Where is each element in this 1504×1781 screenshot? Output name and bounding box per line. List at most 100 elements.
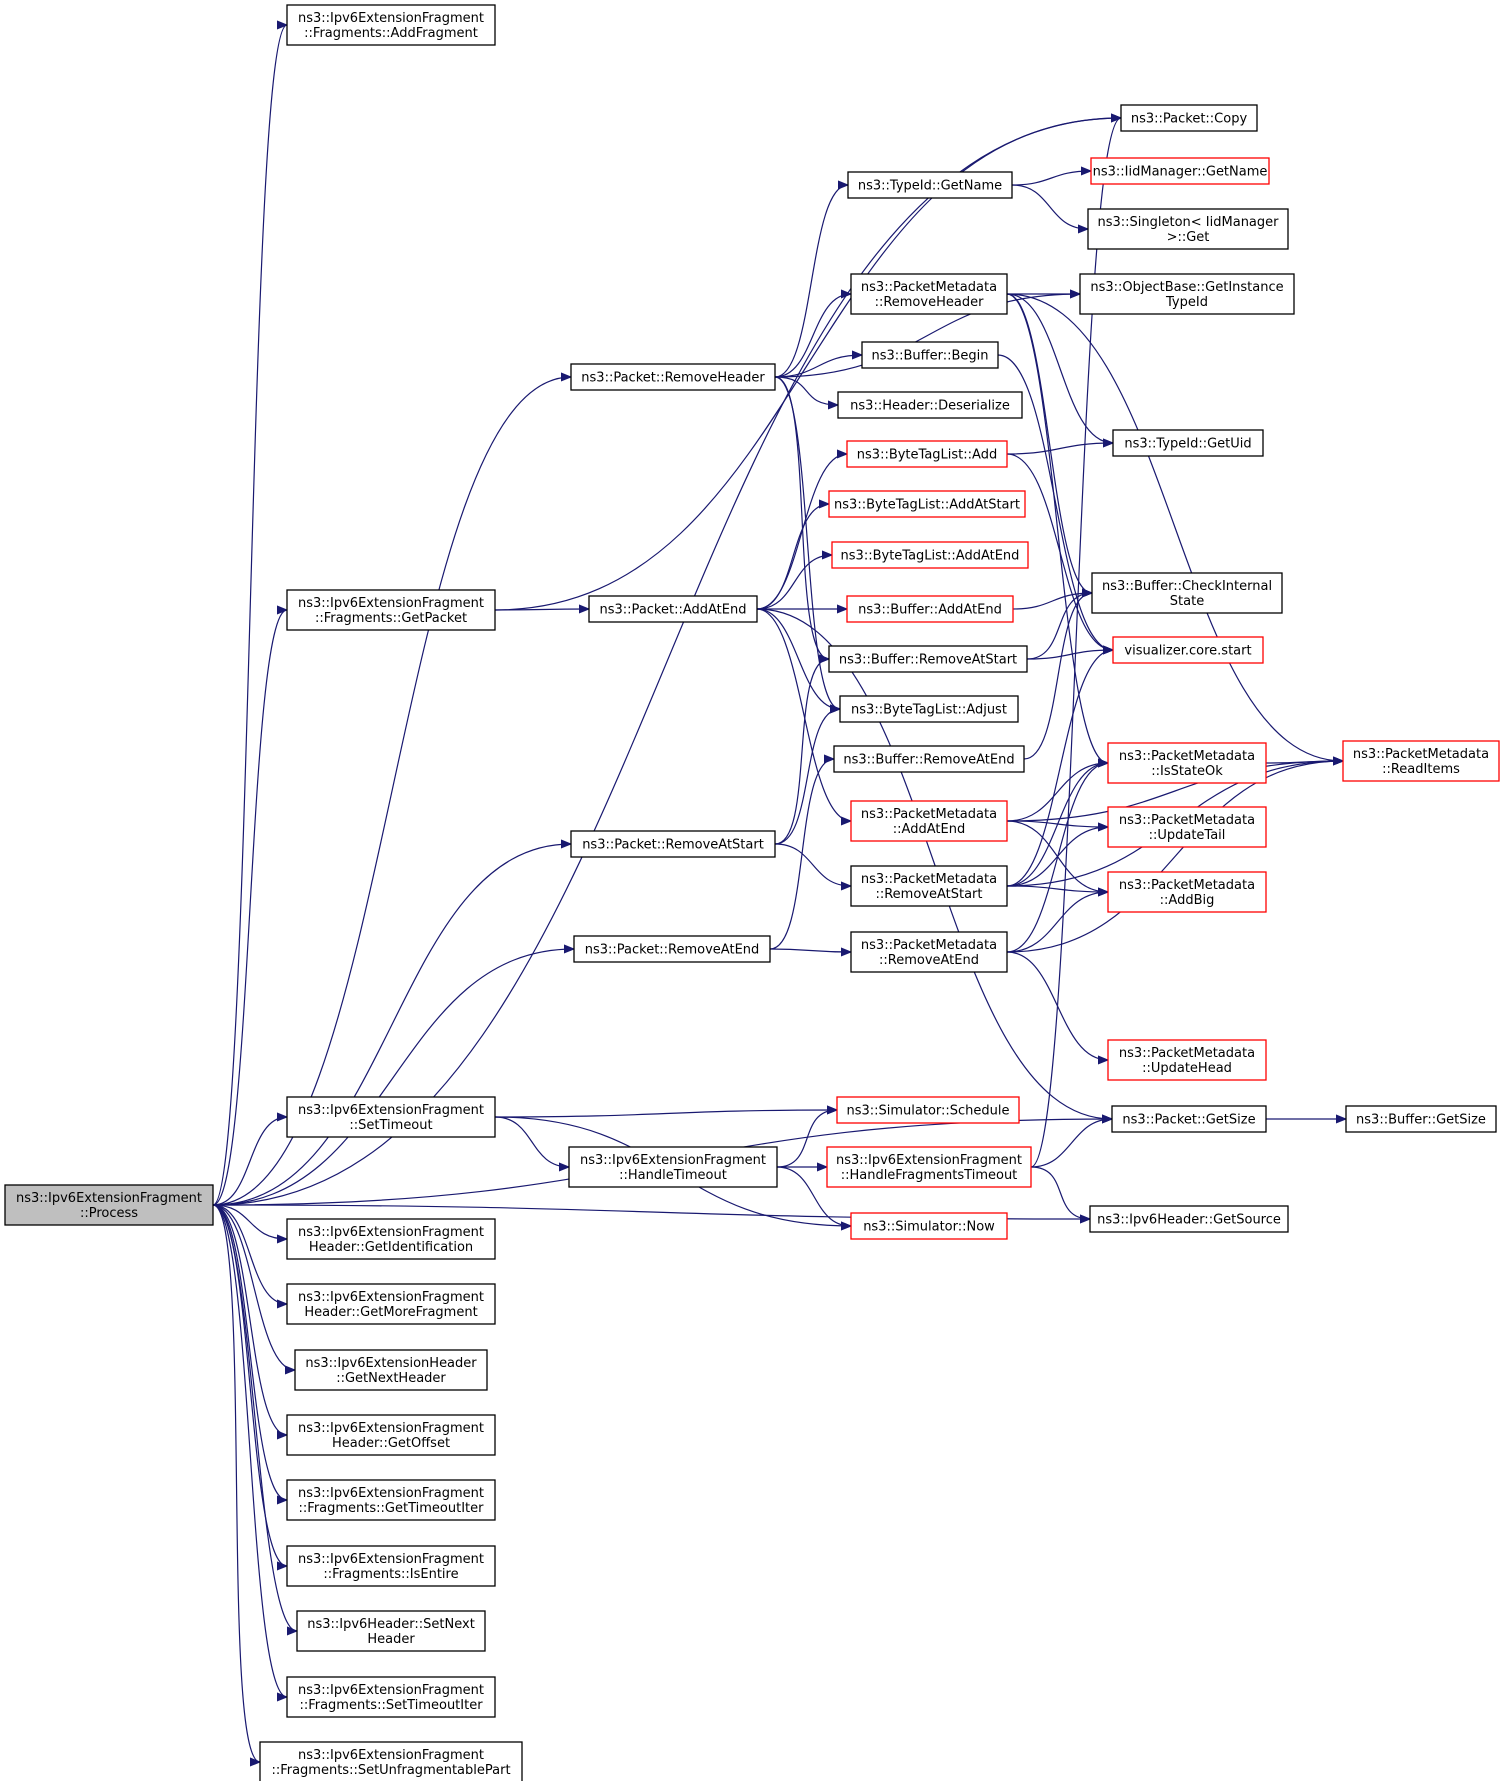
node-box[interactable]: [1107, 871, 1267, 913]
node-box[interactable]: [1112, 429, 1264, 457]
node-box[interactable]: [836, 1096, 1020, 1124]
node-box[interactable]: [1345, 1105, 1497, 1133]
node-box[interactable]: [1342, 740, 1500, 782]
function-node-buffergetsize[interactable]: ns3::Buffer::GetSize: [1345, 1105, 1497, 1133]
node-box[interactable]: [826, 1146, 1032, 1188]
function-node-iidgetname[interactable]: ns3::IidManager::GetName: [1090, 157, 1270, 185]
node-box[interactable]: [1090, 157, 1270, 185]
node-box[interactable]: [294, 1349, 488, 1391]
node-box[interactable]: [588, 595, 758, 623]
node-box[interactable]: [850, 1212, 1008, 1240]
node-box[interactable]: [831, 541, 1029, 569]
node-box[interactable]: [1087, 208, 1289, 250]
function-node-setunfrag[interactable]: ns3::Ipv6ExtensionFragment::Fragments::S…: [259, 1741, 523, 1781]
node-box[interactable]: [1089, 1205, 1289, 1233]
function-node-handlefragtimeout[interactable]: ns3::Ipv6ExtensionFragment::HandleFragme…: [826, 1146, 1032, 1188]
function-node-now[interactable]: ns3::Simulator::Now: [850, 1212, 1008, 1240]
function-node-bufferbegin[interactable]: ns3::Buffer::Begin: [861, 341, 999, 369]
function-node-gettimeoutiter[interactable]: ns3::Ipv6ExtensionFragment::Fragments::G…: [286, 1479, 496, 1521]
function-node-updatehead[interactable]: ns3::PacketMetadata::UpdateHead: [1107, 1039, 1267, 1081]
node-box[interactable]: [850, 931, 1008, 973]
node-box[interactable]: [1107, 742, 1267, 784]
function-node-handletimeout[interactable]: ns3::Ipv6ExtensionFragment::HandleTimeou…: [568, 1146, 778, 1188]
node-box[interactable]: [846, 440, 1008, 468]
node-box[interactable]: [1107, 1039, 1267, 1081]
node-box[interactable]: [1107, 806, 1267, 848]
function-node-packetremoveatstart[interactable]: ns3::Packet::RemoveAtStart: [570, 830, 776, 858]
node-box[interactable]: [846, 595, 1014, 623]
function-node-getpacket[interactable]: ns3::Ipv6ExtensionFragment::Fragments::G…: [286, 589, 496, 631]
function-node-btladd[interactable]: ns3::ByteTagList::Add: [846, 440, 1008, 468]
node-box[interactable]: [573, 935, 771, 963]
function-node-addbig[interactable]: ns3::PacketMetadata::AddBig: [1107, 871, 1267, 913]
node-box[interactable]: [286, 1414, 496, 1456]
node-box[interactable]: [570, 830, 776, 858]
node-box[interactable]: [828, 645, 1028, 673]
function-node-headerdeserialize[interactable]: ns3::Header::Deserialize: [837, 391, 1023, 419]
function-node-vizstart[interactable]: visualizer.core.start: [1112, 636, 1264, 664]
function-node-getoffset[interactable]: ns3::Ipv6ExtensionFragmentHeader::GetOff…: [286, 1414, 496, 1456]
function-node-settimeout[interactable]: ns3::Ipv6ExtensionFragment::SetTimeout: [286, 1096, 496, 1138]
node-box[interactable]: [570, 363, 776, 391]
node-box[interactable]: [828, 490, 1026, 518]
node-box[interactable]: [850, 865, 1008, 907]
node-box[interactable]: [296, 1610, 486, 1652]
function-node-settimeoutiter[interactable]: ns3::Ipv6ExtensionFragment::Fragments::S…: [286, 1676, 496, 1718]
node-box[interactable]: [286, 4, 496, 46]
function-node-addfragment[interactable]: ns3::Ipv6ExtensionFragment::Fragments::A…: [286, 4, 496, 46]
node-box[interactable]: [4, 1184, 214, 1226]
function-node-packetaddatend[interactable]: ns3::Packet::AddAtEnd: [588, 595, 758, 623]
function-node-packetgetsize[interactable]: ns3::Packet::GetSize: [1111, 1105, 1267, 1133]
function-node-pmaddatend[interactable]: ns3::PacketMetadata::AddAtEnd: [850, 800, 1008, 842]
node-box[interactable]: [286, 1479, 496, 1521]
function-node-isstateok[interactable]: ns3::PacketMetadata::IsStateOk: [1107, 742, 1267, 784]
function-node-updatetail[interactable]: ns3::PacketMetadata::UpdateTail: [1107, 806, 1267, 848]
function-node-getnextheader[interactable]: ns3::Ipv6ExtensionHeader::GetNextHeader: [294, 1349, 488, 1391]
function-node-btladdatstart[interactable]: ns3::ByteTagList::AddAtStart: [828, 490, 1026, 518]
function-node-bufferremoveatstart[interactable]: ns3::Buffer::RemoveAtStart: [828, 645, 1028, 673]
node-box[interactable]: [286, 1545, 496, 1587]
node-box[interactable]: [259, 1741, 523, 1781]
function-node-bufferaddatend[interactable]: ns3::Buffer::AddAtEnd: [846, 595, 1014, 623]
function-node-singleton[interactable]: ns3::Singleton< IidManager>::Get: [1087, 208, 1289, 250]
function-node-btladjust[interactable]: ns3::ByteTagList::Adjust: [839, 695, 1019, 723]
function-node-getidentification[interactable]: ns3::Ipv6ExtensionFragmentHeader::GetIde…: [286, 1218, 496, 1260]
function-node-copy[interactable]: ns3::Packet::Copy: [1120, 104, 1258, 132]
node-box[interactable]: [1079, 273, 1295, 315]
node-box[interactable]: [839, 695, 1019, 723]
function-node-pmremoveheader[interactable]: ns3::PacketMetadata::RemoveHeader: [850, 273, 1008, 315]
node-box[interactable]: [1120, 104, 1258, 132]
function-node-bufferremoveatend[interactable]: ns3::Buffer::RemoveAtEnd: [833, 745, 1025, 773]
node-box[interactable]: [1111, 1105, 1267, 1133]
node-box[interactable]: [861, 341, 999, 369]
function-node-getmorefragment[interactable]: ns3::Ipv6ExtensionFragmentHeader::GetMor…: [286, 1283, 496, 1325]
node-box[interactable]: [837, 391, 1023, 419]
node-box[interactable]: [850, 273, 1008, 315]
node-box[interactable]: [833, 745, 1025, 773]
function-node-typeidgetuid[interactable]: ns3::TypeId::GetUid: [1112, 429, 1264, 457]
node-box[interactable]: [1112, 636, 1264, 664]
function-node-packetremoveatend[interactable]: ns3::Packet::RemoveAtEnd: [573, 935, 771, 963]
function-node-btladdatend[interactable]: ns3::ByteTagList::AddAtEnd: [831, 541, 1029, 569]
node-box[interactable]: [286, 1283, 496, 1325]
function-node-pmremoveatstart[interactable]: ns3::PacketMetadata::RemoveAtStart: [850, 865, 1008, 907]
function-node-process[interactable]: ns3::Ipv6ExtensionFragment::Process: [4, 1184, 214, 1226]
node-box[interactable]: [850, 800, 1008, 842]
node-box[interactable]: [847, 171, 1013, 199]
node-box[interactable]: [286, 1096, 496, 1138]
function-node-pmremoveatend[interactable]: ns3::PacketMetadata::RemoveAtEnd: [850, 931, 1008, 973]
node-box[interactable]: [568, 1146, 778, 1188]
node-box[interactable]: [286, 1676, 496, 1718]
function-node-getsource[interactable]: ns3::Ipv6Header::GetSource: [1089, 1205, 1289, 1233]
function-node-packetremoveheader[interactable]: ns3::Packet::RemoveHeader: [570, 363, 776, 391]
function-node-isentire[interactable]: ns3::Ipv6ExtensionFragment::Fragments::I…: [286, 1545, 496, 1587]
function-node-schedule[interactable]: ns3::Simulator::Schedule: [836, 1096, 1020, 1124]
function-node-readitems[interactable]: ns3::PacketMetadata::ReadItems: [1342, 740, 1500, 782]
node-box[interactable]: [286, 589, 496, 631]
function-node-typeidgetname[interactable]: ns3::TypeId::GetName: [847, 171, 1013, 199]
node-box[interactable]: [1091, 572, 1283, 614]
node-box[interactable]: [286, 1218, 496, 1260]
